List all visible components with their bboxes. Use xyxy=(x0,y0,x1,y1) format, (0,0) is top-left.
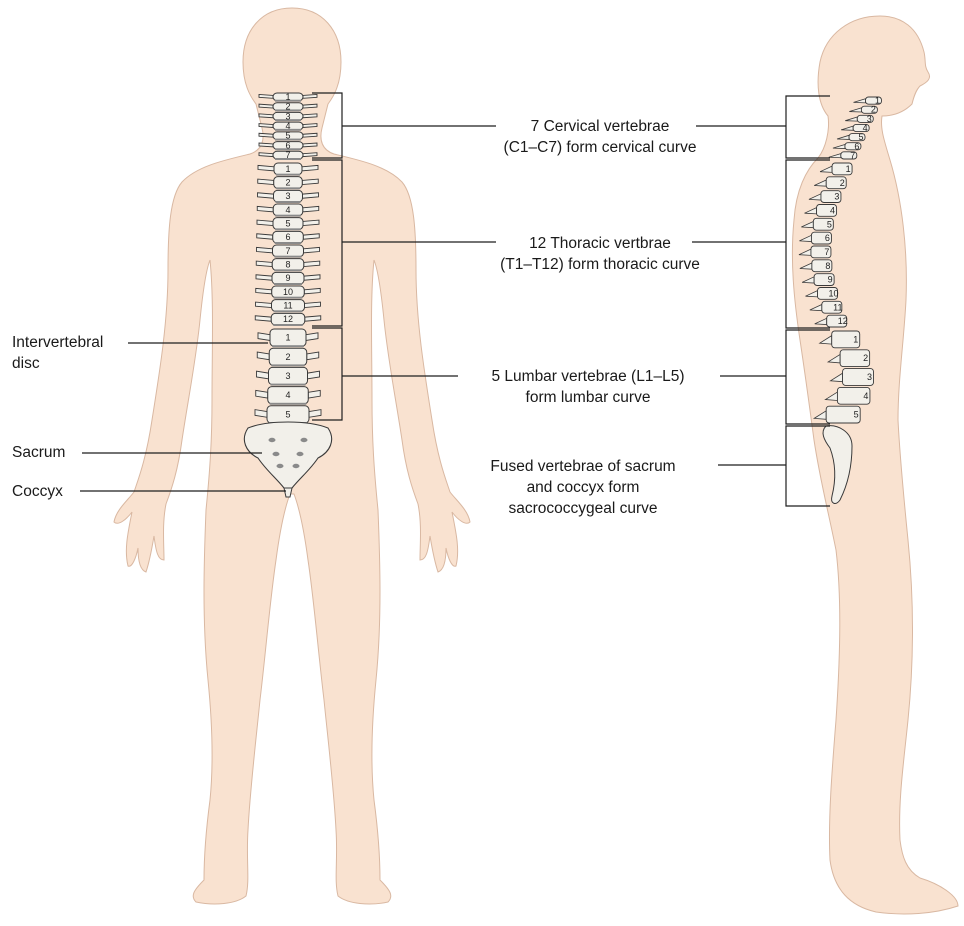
side-thoracic-vertebra-number: 3 xyxy=(834,192,839,202)
side-cervical-vertebra-number: 7 xyxy=(850,150,855,160)
side-lumbar-vertebra-number: 2 xyxy=(863,353,868,363)
side-thoracic-vertebra-number: 6 xyxy=(825,233,830,243)
sacral-label-line-2: and coccyx form xyxy=(458,477,708,498)
thoracic-vertebra-number: 8 xyxy=(285,260,290,270)
lumbar-vertebra-number: 2 xyxy=(285,352,290,362)
cervical-vertebra-number: 1 xyxy=(285,92,290,102)
thoracic-label-line-1: 12 Thoracic vertbrae xyxy=(470,233,730,254)
side-lumbar-vertebra-number: 1 xyxy=(853,334,858,344)
thoracic-vertebra-number: 11 xyxy=(283,301,292,311)
thoracic-vertebra-number: 2 xyxy=(285,178,290,188)
coccyx-label: Coccyx xyxy=(12,481,63,502)
thoracic-label-line-2: (T1–T12) form thoracic curve xyxy=(470,254,730,275)
lumbar-label-line-2: form lumbar curve xyxy=(448,387,728,408)
sacrum-label: Sacrum xyxy=(12,442,65,463)
intervertebral-label-line-2: disc xyxy=(12,353,103,374)
cervical-vertebra-number: 2 xyxy=(285,102,290,112)
thoracic-vertebra-number: 3 xyxy=(285,191,290,201)
lumbar-label-line-1: 5 Lumbar vertebrae (L1–L5) xyxy=(448,366,728,387)
thoracic-vertebra-number: 1 xyxy=(285,164,290,174)
cervical-vertebra-number: 4 xyxy=(285,121,290,131)
side-thoracic-vertebra-number: 10 xyxy=(829,288,839,298)
lumbar-vertebra-number: 4 xyxy=(285,390,290,400)
thoracic-vertebra-number: 6 xyxy=(285,232,290,242)
thoracic-vertebra-number: 12 xyxy=(283,314,293,324)
side-thoracic-vertebra-number: 1 xyxy=(846,164,851,174)
thoracic-vertebra-number: 5 xyxy=(285,219,290,229)
cervical-label-line-2: (C1–C7) form cervical curve xyxy=(470,137,730,158)
cervical-vertebra-number: 3 xyxy=(285,111,290,121)
side-thoracic-vertebra-number: 4 xyxy=(830,205,835,215)
thoracic-vertebra-number: 9 xyxy=(285,273,290,283)
cervical-vertebra-number: 6 xyxy=(285,140,290,150)
intervertebral-disc-label: Intervertebral disc xyxy=(12,332,103,374)
side-thoracic-vertebra-number: 7 xyxy=(824,247,829,257)
thoracic-vertebra-number: 7 xyxy=(285,246,290,256)
lumbar-vertebra-number: 1 xyxy=(285,333,290,343)
side-lumbar-vertebra-number: 3 xyxy=(867,372,872,382)
intervertebral-label-line-1: Intervertebral xyxy=(12,332,103,353)
sacral-label: Fused vertebrae of sacrum and coccyx for… xyxy=(458,456,708,519)
lumbar-vertebra-number: 3 xyxy=(285,371,290,381)
sacral-label-line-3: sacrococcygeal curve xyxy=(458,498,708,519)
side-thoracic-vertebra-number: 5 xyxy=(827,219,832,229)
thoracic-vertebra-number: 4 xyxy=(285,205,290,215)
thoracic-vertebra-number: 10 xyxy=(283,287,293,297)
side-lumbar-vertebra-number: 5 xyxy=(854,410,859,420)
side-thoracic-vertebra-number: 9 xyxy=(828,275,833,285)
thoracic-label: 12 Thoracic vertbrae (T1–T12) form thora… xyxy=(470,233,730,275)
side-body-silhouette xyxy=(792,16,958,914)
cervical-vertebra-number: 5 xyxy=(285,131,290,141)
side-lumbar-vertebra-number: 4 xyxy=(863,391,868,401)
sacral-label-line-1: Fused vertebrae of sacrum xyxy=(458,456,708,477)
side-thoracic-vertebra-number: 2 xyxy=(840,178,845,188)
side-thoracic-vertebra-number: 11 xyxy=(833,302,842,312)
side-thoracic-vertebra-number: 8 xyxy=(825,261,830,271)
lumbar-vertebra-number: 5 xyxy=(285,409,290,419)
cervical-label-line-1: 7 Cervical vertebrae xyxy=(470,116,730,137)
side-thoracic-vertebra-number: 12 xyxy=(838,316,848,326)
cervical-vertebra-number: 7 xyxy=(285,150,290,160)
cervical-label: 7 Cervical vertebrae (C1–C7) form cervic… xyxy=(470,116,730,158)
front-coccyx xyxy=(284,488,292,497)
lumbar-label: 5 Lumbar vertebrae (L1–L5) form lumbar c… xyxy=(448,366,728,408)
